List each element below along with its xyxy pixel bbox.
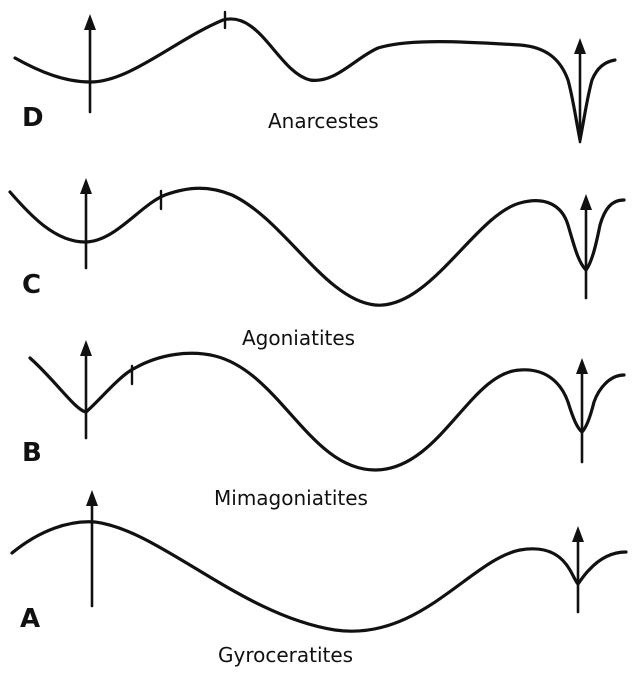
- genus-label-mimagoniatites: Mimagoniatites: [214, 486, 368, 510]
- suture-line-b: [28, 351, 626, 472]
- arrowhead-b-right: [576, 358, 588, 374]
- arrowhead-c-right: [580, 194, 592, 210]
- panel-c: C Agoniatites: [8, 178, 626, 350]
- suture-line-a: [10, 520, 628, 633]
- suture-line-c: [8, 186, 626, 307]
- arrowhead-d-right: [574, 38, 586, 54]
- panel-letter-d: D: [22, 103, 44, 133]
- genus-label-anarcestes: Anarcestes: [268, 109, 379, 133]
- panel-letter-a: A: [20, 604, 40, 634]
- arrowhead-a-left: [86, 490, 98, 506]
- panel-b: B Mimagoniatites: [22, 340, 626, 510]
- panel-a: A Gyroceratites: [10, 490, 628, 667]
- arrowhead-b-left: [80, 340, 92, 356]
- genus-label-agoniatites: Agoniatites: [242, 326, 355, 350]
- genus-label-gyroceratites: Gyroceratites: [218, 643, 353, 667]
- panel-letter-c: C: [22, 270, 41, 300]
- arrowhead-a-right: [572, 526, 584, 542]
- suture-line-d: [13, 17, 617, 142]
- panel-d: D Anarcestes: [13, 10, 617, 144]
- arrowhead-c-left: [80, 178, 92, 194]
- panel-letter-b: B: [22, 438, 42, 468]
- arrowhead-d-left: [84, 14, 96, 30]
